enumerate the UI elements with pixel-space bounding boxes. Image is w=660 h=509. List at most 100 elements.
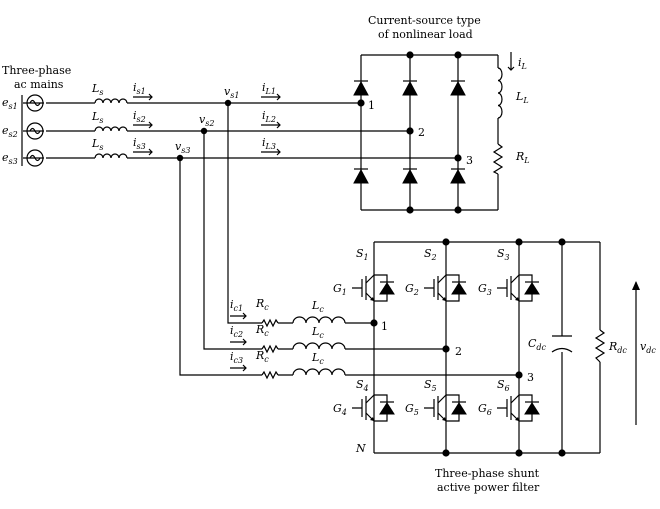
igbt-icon bbox=[497, 394, 540, 422]
arrow-right-icon bbox=[261, 93, 281, 101]
inductor-icon bbox=[292, 316, 346, 324]
load-node-2: 2 bbox=[418, 126, 425, 139]
arrow-down-icon bbox=[507, 52, 515, 71]
junction-dots bbox=[176, 51, 566, 457]
sine-icon bbox=[29, 99, 41, 107]
resistor-icon bbox=[261, 344, 279, 354]
arrow-right-icon bbox=[261, 121, 281, 129]
il-label-3: iL3 bbox=[262, 136, 276, 151]
ls-label-1: Ls bbox=[91, 82, 103, 97]
is-label-1: is1 bbox=[133, 81, 146, 96]
diode-icon bbox=[450, 168, 466, 184]
load-title-line2: of nonlinear load bbox=[378, 28, 473, 41]
arrow-right-icon bbox=[230, 312, 247, 320]
ac-source-3 bbox=[26, 149, 44, 167]
wiring bbox=[21, 54, 601, 454]
ac-source-2 bbox=[26, 122, 44, 140]
neutral-label: N bbox=[355, 442, 366, 455]
ic-label-2: ic2 bbox=[230, 324, 243, 339]
il-label-1: iL1 bbox=[262, 81, 276, 96]
rc-label-1: Rc bbox=[255, 297, 269, 312]
diode-icon bbox=[402, 168, 418, 184]
gate-label-g5: G5 bbox=[405, 402, 419, 417]
sine-icon bbox=[29, 154, 41, 162]
diode-icon bbox=[402, 80, 418, 96]
load-node-3: 3 bbox=[466, 154, 473, 167]
load-inductor-icon bbox=[497, 67, 503, 119]
arrow-right-icon bbox=[133, 121, 153, 129]
arrow-right-icon bbox=[230, 338, 247, 346]
sine-icon bbox=[29, 127, 41, 135]
gate-label-g3: G3 bbox=[478, 282, 492, 297]
mains-title-line2: ac mains bbox=[14, 78, 64, 91]
is-label-2: is2 bbox=[133, 109, 146, 124]
rdc-label: Rdc bbox=[608, 340, 627, 355]
switch-label-s6: S6 bbox=[497, 378, 510, 393]
igbt-switches bbox=[352, 274, 540, 422]
ac-sources bbox=[26, 94, 44, 167]
igbt-icon bbox=[424, 394, 467, 422]
igbt-icon bbox=[497, 274, 540, 302]
current-arrows bbox=[133, 52, 637, 425]
load-resistor-icon bbox=[492, 143, 504, 175]
vs-label-2: vs2 bbox=[199, 113, 214, 128]
inductor-icon bbox=[94, 98, 128, 104]
gate-label-g4: G4 bbox=[333, 402, 347, 417]
load-title-line1: Current-source type bbox=[368, 14, 481, 27]
rl-label: RL bbox=[515, 150, 530, 165]
diode-icon bbox=[353, 168, 369, 184]
source-inductors bbox=[94, 98, 128, 159]
il-dc-label: iL bbox=[518, 56, 527, 71]
filter-node-1: 1 bbox=[381, 320, 388, 333]
arrow-right-icon bbox=[133, 93, 153, 101]
il-label-2: iL2 bbox=[262, 109, 276, 124]
switch-label-s2: S2 bbox=[424, 247, 437, 262]
inductor-icon bbox=[94, 153, 128, 159]
load-diodes bbox=[353, 80, 466, 184]
igbt-icon bbox=[352, 394, 395, 422]
filter-title-line1: Three-phase shunt bbox=[435, 467, 540, 480]
filter-node-3: 3 bbox=[527, 371, 534, 384]
inductor-icon bbox=[292, 342, 346, 350]
dc-capacitor bbox=[551, 335, 573, 353]
gate-label-g6: G6 bbox=[478, 402, 492, 417]
switch-label-s5: S5 bbox=[424, 378, 437, 393]
lc-label-3: Lc bbox=[311, 351, 324, 366]
lc-label-1: Lc bbox=[311, 299, 324, 314]
lc-label-2: Lc bbox=[311, 325, 324, 340]
cdc-label: Cdc bbox=[528, 337, 547, 352]
gate-label-g1: G1 bbox=[333, 282, 347, 297]
diode-icon bbox=[353, 80, 369, 96]
resistor-icon bbox=[261, 370, 279, 380]
inductor-icon bbox=[94, 126, 128, 132]
arrow-right-icon bbox=[230, 364, 247, 372]
ac-source-1 bbox=[26, 94, 44, 112]
ic-label-3: ic3 bbox=[230, 350, 243, 365]
filter-title-line2: active power filter bbox=[437, 481, 540, 494]
vs-label-3: vs3 bbox=[175, 140, 190, 155]
resistor-icon bbox=[261, 318, 279, 328]
ls-label-3: Ls bbox=[91, 137, 103, 152]
dc-resistor-icon bbox=[594, 329, 606, 363]
is-label-3: is3 bbox=[133, 136, 146, 151]
load-node-1: 1 bbox=[368, 99, 375, 112]
emf-label-2: es2 bbox=[2, 124, 18, 139]
emf-label-1: es1 bbox=[2, 96, 18, 111]
filter-node-2: 2 bbox=[455, 345, 462, 358]
ls-label-2: Ls bbox=[91, 110, 103, 125]
switch-label-s3: S3 bbox=[497, 247, 510, 262]
igbt-icon bbox=[424, 274, 467, 302]
switch-label-s1: S1 bbox=[356, 247, 369, 262]
inductor-icon bbox=[292, 368, 346, 376]
gate-label-g2: G2 bbox=[405, 282, 419, 297]
arrow-right-icon bbox=[261, 148, 281, 156]
vs-label-1: vs1 bbox=[224, 85, 239, 100]
ic-label-1: ic1 bbox=[230, 298, 243, 313]
arrow-right-icon bbox=[133, 148, 153, 156]
ll-label: LL bbox=[515, 90, 529, 105]
mains-title-line1: Three-phase bbox=[2, 64, 71, 77]
rc-label-3: Rc bbox=[255, 349, 269, 364]
vdc-label: vdc bbox=[640, 340, 656, 355]
diode-icon bbox=[450, 80, 466, 96]
